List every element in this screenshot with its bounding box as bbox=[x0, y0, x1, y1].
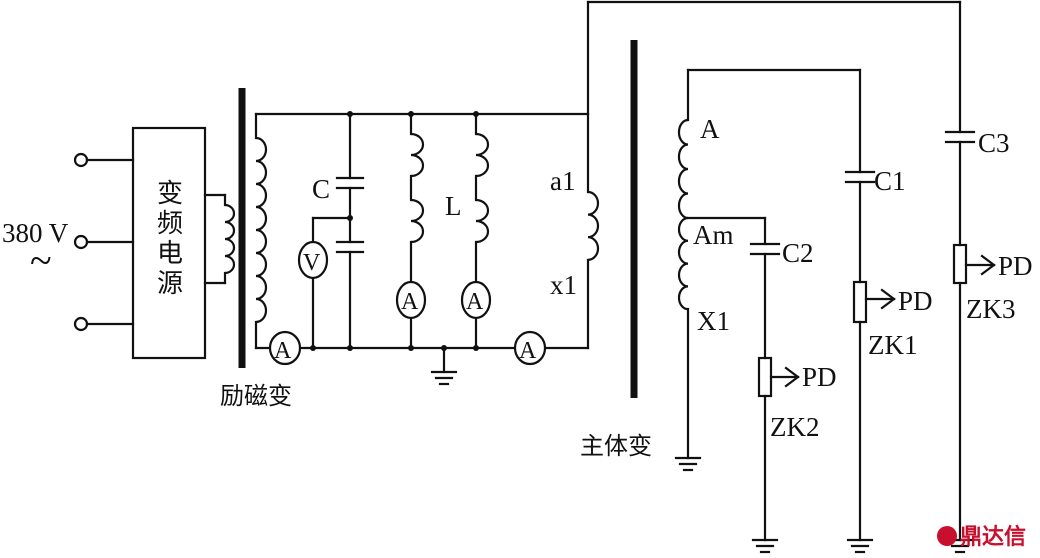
watermark-text: 鼎达信 bbox=[960, 524, 1026, 550]
inductor-branch-1 bbox=[409, 112, 425, 350]
winding-x1-label: x1 bbox=[550, 270, 577, 300]
pd2-label: PD bbox=[802, 362, 837, 392]
supply-terminals bbox=[73, 152, 135, 332]
pd3-label: PD bbox=[998, 251, 1033, 281]
vfd-char-1: 变 bbox=[157, 179, 183, 209]
zk2-label: ZK2 bbox=[770, 412, 820, 442]
ammeter-symbol: A bbox=[401, 289, 419, 315]
c3-branch bbox=[944, 130, 996, 554]
ground-symbol bbox=[674, 456, 702, 472]
exciter-wiring bbox=[254, 0, 962, 350]
vfd-char-4: 源 bbox=[157, 269, 183, 299]
winding-A-label: A bbox=[700, 114, 720, 144]
ammeter-L2 bbox=[460, 280, 492, 320]
voltmeter-branch bbox=[311, 216, 352, 350]
ammeter-exciter bbox=[268, 330, 302, 366]
voltmeter bbox=[297, 240, 329, 280]
cap-C2-label: C2 bbox=[782, 238, 814, 268]
exciter-secondary-coil bbox=[255, 136, 268, 324]
zk1-label: ZK1 bbox=[868, 330, 918, 360]
capacitor-C-label: C bbox=[312, 174, 330, 204]
pd1-label: PD bbox=[898, 286, 933, 316]
vfd-box bbox=[131, 126, 207, 360]
winding-X1-label: X1 bbox=[697, 306, 730, 336]
inductor-L-label: L bbox=[445, 191, 462, 221]
watermark: 鼎达信 bbox=[937, 524, 1026, 550]
cap-C1-label: C1 bbox=[874, 166, 906, 196]
ammeter-L1 bbox=[395, 280, 427, 320]
hv-winding-upper bbox=[677, 118, 689, 220]
zk3-label: ZK3 bbox=[966, 294, 1016, 324]
main-transformer-label: 主体变 bbox=[580, 432, 652, 460]
winding-a1-x1 bbox=[587, 190, 600, 261]
ammeter-output bbox=[513, 330, 547, 366]
inductor-branch-2 bbox=[474, 112, 490, 350]
c1-branch bbox=[844, 68, 896, 554]
hv-winding-lower bbox=[677, 216, 689, 311]
supply-voltage-label: 380 V bbox=[2, 218, 69, 248]
hv-winding-wiring bbox=[686, 68, 862, 460]
vfd-char-3: 电 bbox=[157, 239, 183, 269]
voltmeter-symbol: V bbox=[303, 250, 321, 276]
ammeter-symbol: A bbox=[519, 338, 537, 364]
ac-symbol: ~ bbox=[30, 238, 52, 283]
capacitor-C bbox=[335, 112, 365, 350]
vfd-char-2: 频 bbox=[157, 209, 183, 239]
ground-symbol bbox=[430, 346, 458, 386]
ammeter-symbol: A bbox=[274, 338, 292, 364]
winding-Am-label: Am bbox=[693, 220, 734, 250]
winding-a1-label: a1 bbox=[550, 166, 575, 196]
exciting-transformer-label: 励磁变 bbox=[220, 382, 292, 410]
cap-C3-label: C3 bbox=[978, 128, 1010, 158]
exciter-primary-coil bbox=[224, 203, 236, 275]
c2-branch bbox=[749, 242, 800, 554]
ammeter-symbol: A bbox=[466, 289, 484, 315]
vfd-output-loop bbox=[203, 193, 227, 285]
